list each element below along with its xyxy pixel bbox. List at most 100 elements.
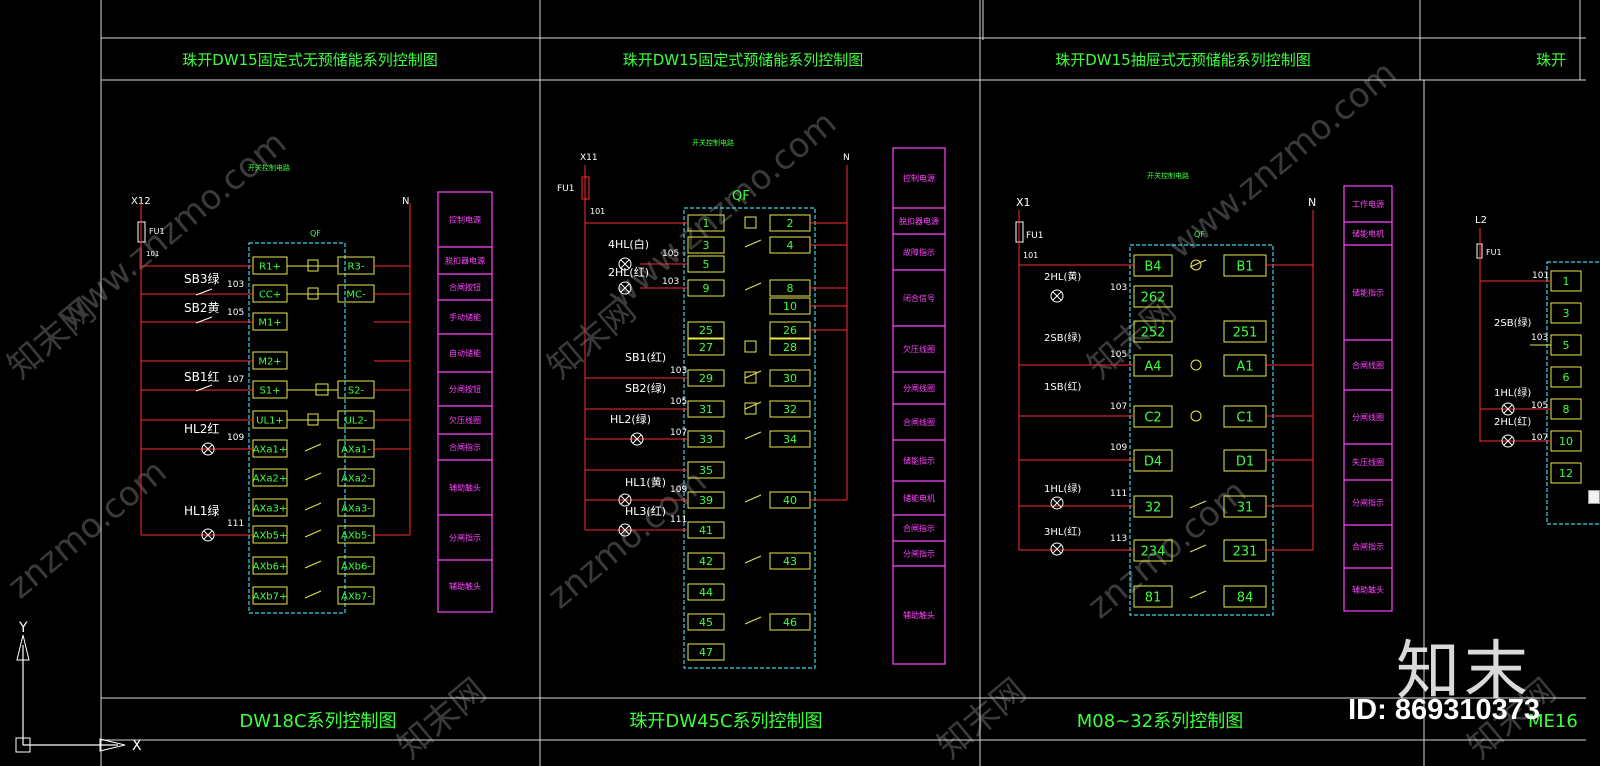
component-label: 2SB(绿): [1494, 316, 1531, 329]
qf-label: QF: [1194, 230, 1205, 239]
control-diagram-me16: L2 FU1 1356810122SB(绿)1031HL(绿)1052HL(红)…: [1475, 215, 1600, 525]
terminal-label: 31: [1237, 500, 1254, 515]
control-diagram-m08-32: 开关控制电路 X1 FU1 101 N QF B4262252A4C2D4322…: [1015, 171, 1393, 616]
lamp-symbol: [1050, 496, 1064, 510]
wire-number: 113: [1110, 534, 1127, 544]
terminal-label: 30: [783, 372, 797, 385]
terminal-label: CC+: [259, 289, 281, 300]
component-label: HL2红: [184, 421, 219, 436]
terminal-label: 27: [699, 341, 713, 354]
lamp-symbol: [618, 257, 632, 271]
component-label: HL3(红): [625, 505, 666, 518]
terminal-label: M1+: [258, 317, 281, 328]
lamp-symbol: [1501, 402, 1515, 416]
contact-symbol: [1189, 259, 1207, 268]
lamp-symbol: [1052, 291, 1062, 301]
wire-number: 103: [1110, 283, 1127, 293]
lamp-symbol: [1501, 434, 1515, 448]
contact-symbol: [744, 282, 762, 291]
component-label: SB1(红): [625, 351, 666, 364]
terminal-label: 31: [699, 403, 713, 416]
terminal-label: 6: [1563, 371, 1570, 384]
terminal-label: AXb6-: [341, 561, 371, 572]
wire-number: 101: [1023, 251, 1038, 260]
lamp-symbol: [203, 444, 213, 454]
panel-label: 欠压线圈: [449, 415, 481, 425]
lamp-symbol: [203, 530, 213, 540]
component-label: 1SB(红): [1044, 380, 1081, 393]
terminal-label: 8: [1563, 403, 1570, 416]
terminal-label: 34: [783, 433, 797, 446]
supply-label: X1: [1016, 196, 1031, 209]
terminal-label: S2-: [348, 385, 365, 396]
panel-label: 故障指示: [903, 247, 935, 257]
fuse-label: FU1: [1026, 231, 1044, 241]
terminal-label: 8: [787, 282, 794, 295]
component-label: HL1绿: [184, 503, 219, 518]
component-label: 1HL(绿): [1494, 386, 1531, 399]
lamp-symbol: [620, 525, 630, 535]
terminal-label: AXa3+: [253, 503, 288, 514]
contact-symbol: [304, 529, 322, 538]
wire-number: 101: [590, 207, 605, 216]
contact-symbol: [304, 443, 322, 452]
lamp-symbol: [618, 493, 632, 507]
panel-footer: M08~32系列控制图: [1077, 711, 1243, 732]
lamp-symbol: [1052, 498, 1062, 508]
terminal-label: 28: [783, 341, 797, 354]
terminal-label: AXb6+: [253, 561, 288, 572]
terminal-box: [687, 552, 725, 570]
wire-number: 105: [227, 308, 244, 318]
terminal-label: 32: [783, 403, 797, 416]
wire-number: 105: [1110, 350, 1127, 360]
panel-label: 辅助触头: [449, 483, 481, 493]
lamp-symbol: [630, 432, 644, 446]
terminal-label: 10: [783, 300, 797, 313]
terminal-label: R1+: [259, 261, 281, 272]
terminal-label: 26: [783, 324, 797, 337]
terminal-label: AXa2-: [341, 473, 371, 484]
subtitle: 开关控制电路: [692, 138, 734, 147]
terminal-label: 47: [699, 646, 713, 659]
panel-footer: 珠开DW45C系列控制图: [629, 711, 822, 732]
terminal-box: [252, 556, 288, 575]
coil-symbol: [1190, 410, 1202, 422]
panel-label: 失压线圈: [1352, 457, 1384, 467]
terminal-label: 81: [1145, 590, 1162, 605]
component-label: SB2黄: [184, 301, 220, 315]
wire-number: 107: [1110, 402, 1127, 412]
scrollbar-thumb[interactable]: [1588, 490, 1600, 504]
pushbutton-symbol: [195, 316, 213, 324]
wire-number: 109: [227, 433, 244, 443]
panel-footer: DW18C系列控制图: [239, 711, 396, 732]
component-label: 3HL(红): [1044, 525, 1081, 538]
terminal-label: 39: [699, 494, 713, 507]
contact-symbol: [304, 560, 322, 569]
qf-label: QF: [310, 229, 321, 238]
lamp-symbol: [201, 442, 215, 456]
wire-number: 111: [670, 515, 687, 525]
coil-symbol: [1190, 259, 1202, 271]
wire-number: 105: [1531, 401, 1548, 411]
wire-number: 109: [1110, 443, 1127, 453]
lamp-symbol: [620, 283, 630, 293]
fuse-label: FU1: [557, 184, 575, 194]
supply-label: X12: [131, 196, 151, 207]
terminal-label: AXa3-: [341, 503, 371, 514]
panel-label: 脱扣器电源: [445, 256, 485, 266]
terminal-label: 84: [1237, 590, 1254, 605]
lamp-symbol: [1050, 289, 1064, 303]
contact-symbol: [744, 555, 762, 564]
terminal-label: 252: [1141, 325, 1166, 340]
terminal-label: 3: [1563, 307, 1570, 320]
component-label: 2HL(红): [1494, 415, 1531, 428]
terminal-label: A1: [1236, 359, 1253, 374]
terminal-label: 1: [703, 217, 710, 230]
panel-label: 分闸指示: [1352, 498, 1384, 508]
terminal-label: MC-: [346, 289, 366, 300]
panel-label: 储能指示: [903, 456, 935, 466]
terminal-label: AXb7+: [253, 591, 288, 602]
vertical-scrollbar[interactable]: [1586, 0, 1600, 766]
wire-number: 111: [1110, 489, 1127, 499]
